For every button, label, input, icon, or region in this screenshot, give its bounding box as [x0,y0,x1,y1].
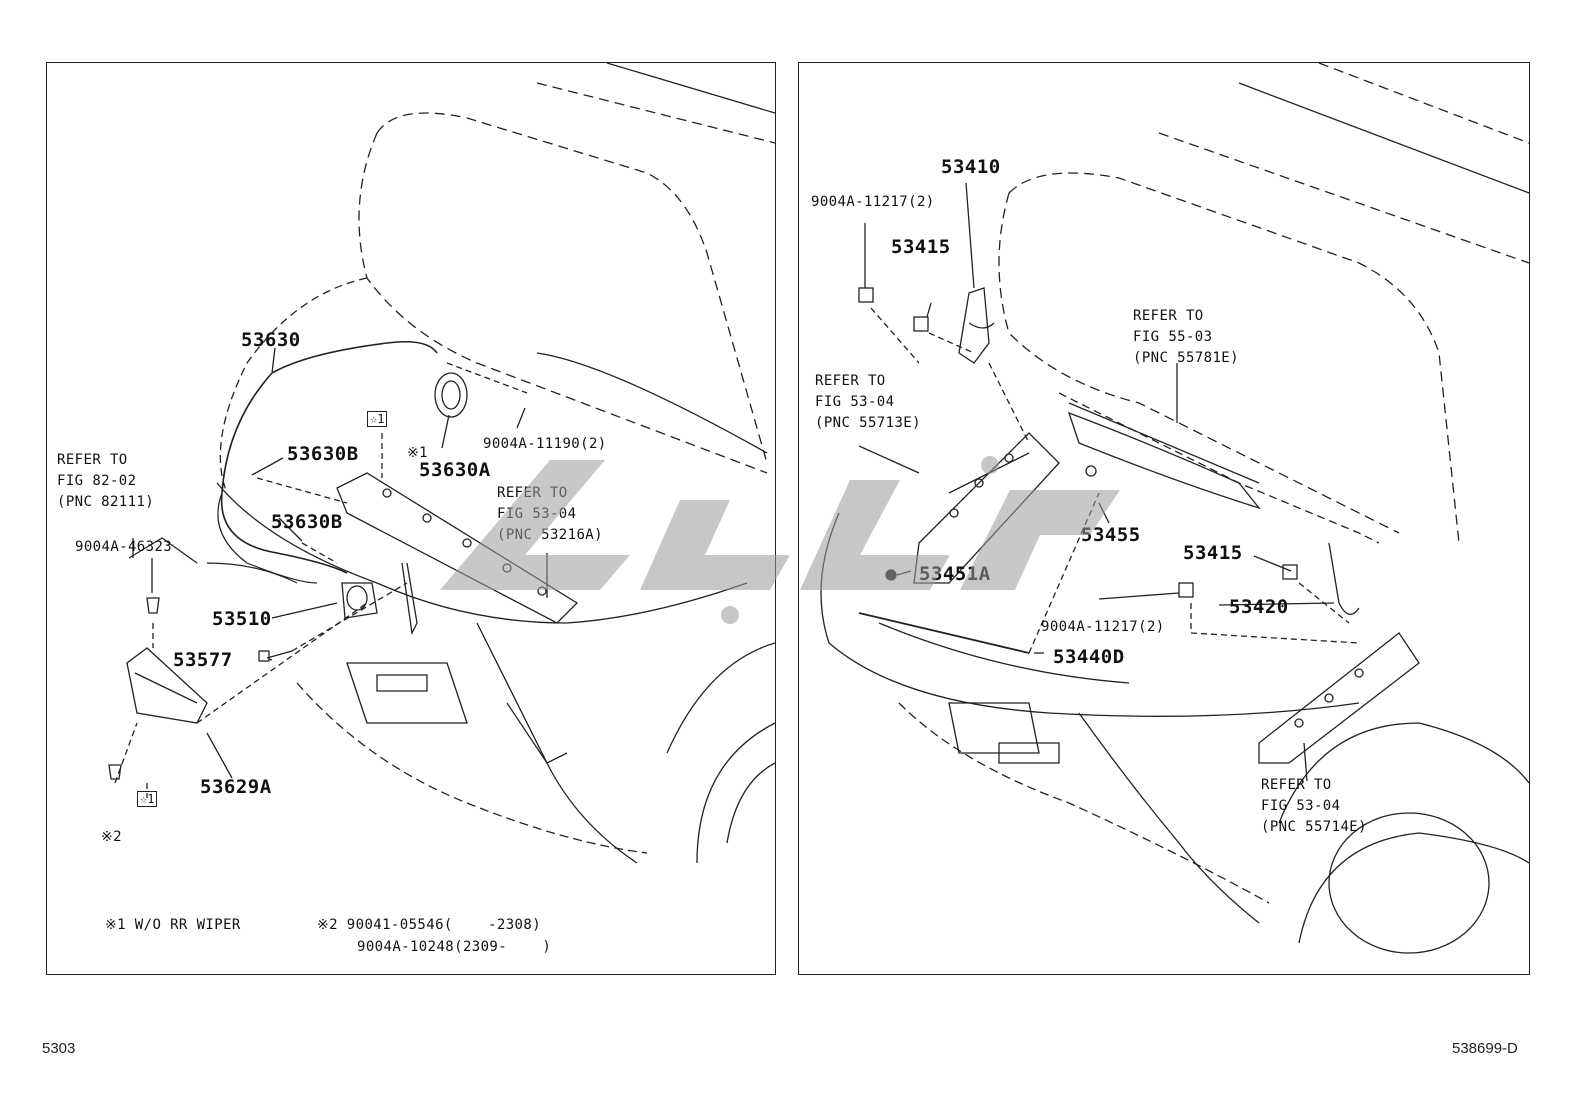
page-code: 5303 [42,1040,76,1057]
part-53510-label: 53510 [212,608,272,630]
right-diagram-panel: 53410 9004A-11217(2) 53415 REFER TO FIG … [798,62,1530,975]
part-53420-label: 53420 [1229,596,1289,618]
part-53440D-label: 53440D [1053,646,1125,668]
part-53630B-label-1: 53630B [287,443,359,465]
bolt-9004A-11190-label: 9004A-11190(2) [483,436,607,452]
part-53630A-label: 53630A [419,459,491,481]
refer-fig-53-04-55713E-note: REFER TO FIG 53-04 (PNC 55713E) [815,373,921,431]
star-1-marker-top: ☆1 [367,411,388,427]
note-1-marker: ※1 [407,445,428,461]
part-53410-label: 53410 [941,156,1001,178]
part-53415-mid-label: 53415 [1183,542,1243,564]
clip-9004A-46323-label: 9004A-46323 [75,539,173,555]
refer-fig-82-02-note: REFER TO FIG 82-02 (PNC 82111) [57,452,155,510]
part-53629A-label: 53629A [200,776,272,798]
part-53415-top-label: 53415 [891,236,951,258]
part-53630B-label-2: 53630B [271,511,343,533]
note-2-marker: ※2 [101,829,122,845]
footnote-2-line-2: 9004A-10248(2309- ) [357,939,552,955]
left-hood-linework [108,63,775,864]
bolt-9004A-11217-top-label: 9004A-11217(2) [811,194,935,210]
footnote-2-line-1: ※2 90041-05546( -2308) [317,917,542,933]
refer-fig-53-04-55714E-note: REFER TO FIG 53-04 (PNC 55714E) [1261,777,1367,835]
star-1-marker-bottom: ☆1 [137,791,158,807]
part-53451A-label: 53451A [919,563,991,585]
part-53630-label: 53630 [241,329,301,351]
right-hood-linework [820,63,1529,954]
part-53577-label: 53577 [173,649,233,671]
figure-code: 538699-D [1452,1040,1518,1057]
bolt-9004A-11217-mid-label: 9004A-11217(2) [1041,619,1165,635]
left-diagram-panel: 53630 53630B 53630B ※1 53630A 9004A-1119… [46,62,776,975]
refer-fig-55-03-55781E-note: REFER TO FIG 55-03 (PNC 55781E) [1133,308,1239,366]
footnote-1: ※1 W/O RR WIPER [105,917,241,933]
part-53455-label: 53455 [1081,524,1141,546]
refer-fig-53-04-53216A-note: REFER TO FIG 53-04 (PNC 53216A) [497,485,603,543]
